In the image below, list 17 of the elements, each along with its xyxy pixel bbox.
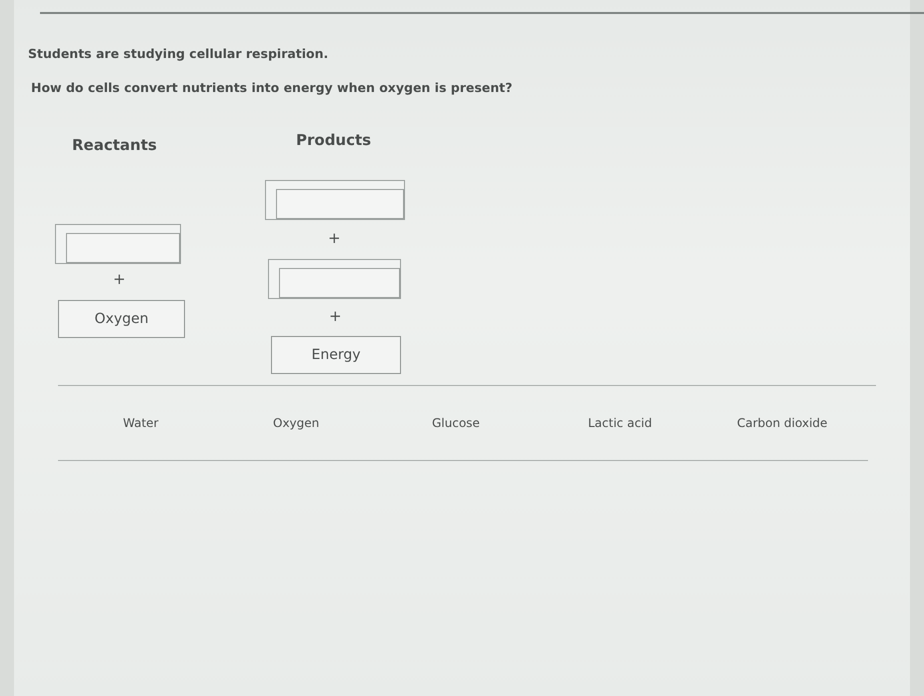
plus-sign: + <box>113 270 126 288</box>
answer-tile: Oxygen <box>58 300 185 338</box>
answer-choice: Lactic acid <box>588 416 652 430</box>
answer-choice: Water <box>123 416 158 430</box>
instruction-text: Students are studying cellular respiration. <box>28 46 328 61</box>
answer-tile: Energy <box>271 336 401 374</box>
plus-sign: + <box>329 307 342 325</box>
answer-choice: Oxygen <box>273 416 320 430</box>
answer-box <box>265 180 405 220</box>
question-text: How do cells convert nutrients into energy when oxygen is present? <box>31 80 512 95</box>
plus-sign: + <box>328 229 341 247</box>
answer-box <box>55 224 181 264</box>
column-heading: Products <box>296 131 372 149</box>
answer-box <box>268 259 401 299</box>
column-heading: Reactants <box>72 136 157 154</box>
answer-choice: Carbon dioxide <box>737 416 828 430</box>
answer-choice: Glucose <box>432 416 480 430</box>
